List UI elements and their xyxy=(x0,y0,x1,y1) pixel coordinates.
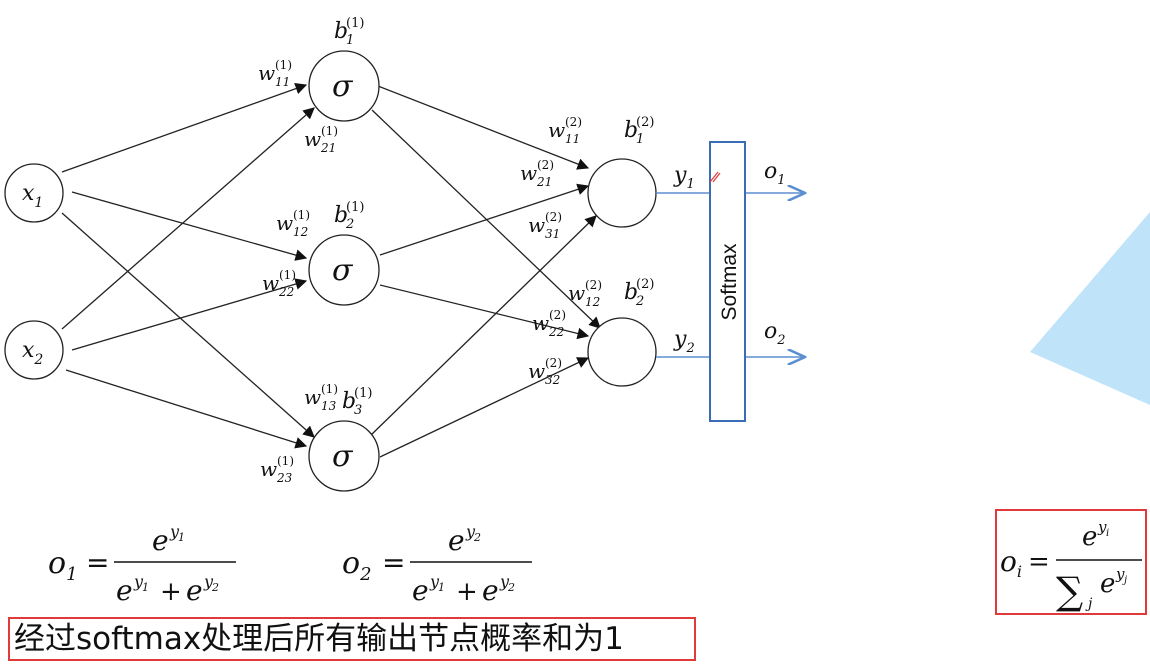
formula-o2-numerator: ey2 xyxy=(448,522,481,557)
softmax-box xyxy=(709,141,746,422)
formula-o1: o1 = ey1 ey1+ey2 xyxy=(48,522,236,607)
edges-input-to-hidden xyxy=(61,83,315,449)
output-node-1 xyxy=(587,158,657,228)
svg-text:=: = xyxy=(1028,547,1050,577)
weight-w22-1: w22(1) xyxy=(262,268,296,299)
input-node-x1 xyxy=(4,163,64,223)
input-node-x2 xyxy=(4,320,64,380)
edge-x2-h1 xyxy=(61,107,315,330)
edge-h2-y2 xyxy=(379,284,590,340)
svg-text:o2: o2 xyxy=(342,546,372,585)
output-label-o1: o1 xyxy=(764,159,786,188)
formula-o1-numerator: ey1 xyxy=(152,522,185,557)
softmax-label: Softmax xyxy=(718,243,741,321)
activation-sigma-1: σ xyxy=(332,69,354,104)
weight-w12-2: w12(2) xyxy=(568,278,602,309)
edge-h1-y1 xyxy=(377,85,590,170)
edges-hidden-to-output xyxy=(369,85,601,458)
weight-w23-1: w23(1) xyxy=(260,454,294,485)
bias-b1-1: b1(1) xyxy=(334,16,364,48)
edge-x1-h1 xyxy=(61,83,308,173)
decorative-triangle xyxy=(1030,212,1150,405)
weight-w11-1: w11(1) xyxy=(258,58,292,89)
edge-x2-h2 xyxy=(71,278,308,351)
weight-w11-2: w11(2) xyxy=(548,115,582,146)
weight-w12-1: w12(1) xyxy=(276,208,310,239)
formula-o2: o2 = ey2 ey1+ey2 xyxy=(342,522,532,607)
hidden-node-1 xyxy=(308,50,380,122)
weight-w21-1: w21(1) xyxy=(304,124,338,155)
general-denominator: eyj xyxy=(1100,565,1127,599)
bias-b3-1: b3(1) xyxy=(342,386,372,418)
edge-h3-y2 xyxy=(379,357,590,458)
caption-text: 经过softmax处理后所有输出节点概率和为1 xyxy=(8,617,696,661)
general-numerator: eyi xyxy=(1082,518,1109,552)
input-label-x1: x1 xyxy=(22,181,43,211)
pre-softmax-y2: y2 xyxy=(673,327,695,356)
svg-text:=: = xyxy=(382,546,405,579)
formula-o1-denominator: ey1+ey2 xyxy=(116,572,219,607)
hidden-node-3 xyxy=(308,420,380,492)
edge-x1-h3 xyxy=(61,212,315,438)
bias-b1-2: b1(2) xyxy=(624,115,654,147)
cursor-mark xyxy=(709,171,721,183)
output-label-o2: o2 xyxy=(764,319,786,348)
pre-softmax-y1: y1 xyxy=(673,163,695,192)
svg-text:=: = xyxy=(86,546,109,579)
weight-w32-2: w32(2) xyxy=(528,356,562,387)
svg-text:oi: oi xyxy=(1000,545,1022,581)
bias-b2-2: b2(2) xyxy=(624,277,654,309)
edge-h2-y1 xyxy=(379,183,590,256)
output-node-2 xyxy=(587,317,657,387)
svg-text:o1: o1 xyxy=(48,546,78,585)
weight-w31-2: w31(2) xyxy=(528,210,562,241)
general-formula-box xyxy=(995,509,1147,615)
edge-h3-y1 xyxy=(369,215,597,437)
hidden-node-2 xyxy=(308,234,380,306)
edge-x2-h3 xyxy=(65,369,308,449)
general-sum-symbol: ∑ xyxy=(1056,569,1083,613)
activation-sigma-3: σ xyxy=(332,439,354,474)
bias-b2-1: b2(1) xyxy=(334,200,364,232)
formula-o2-denominator: ey1+ey2 xyxy=(412,572,515,607)
weight-w13-1: w13(1) xyxy=(304,382,338,413)
input-label-x2: x2 xyxy=(22,338,43,368)
weight-w22-2: w22(2) xyxy=(532,308,566,339)
general-sum-index: j xyxy=(1085,596,1093,612)
edge-h1-y2 xyxy=(371,109,601,329)
general-formula: oi = eyi ∑ j eyj xyxy=(1000,518,1142,613)
weight-w21-2: w21(2) xyxy=(520,158,554,189)
edge-x1-h2 xyxy=(71,191,308,261)
activation-sigma-2: σ xyxy=(332,253,354,288)
